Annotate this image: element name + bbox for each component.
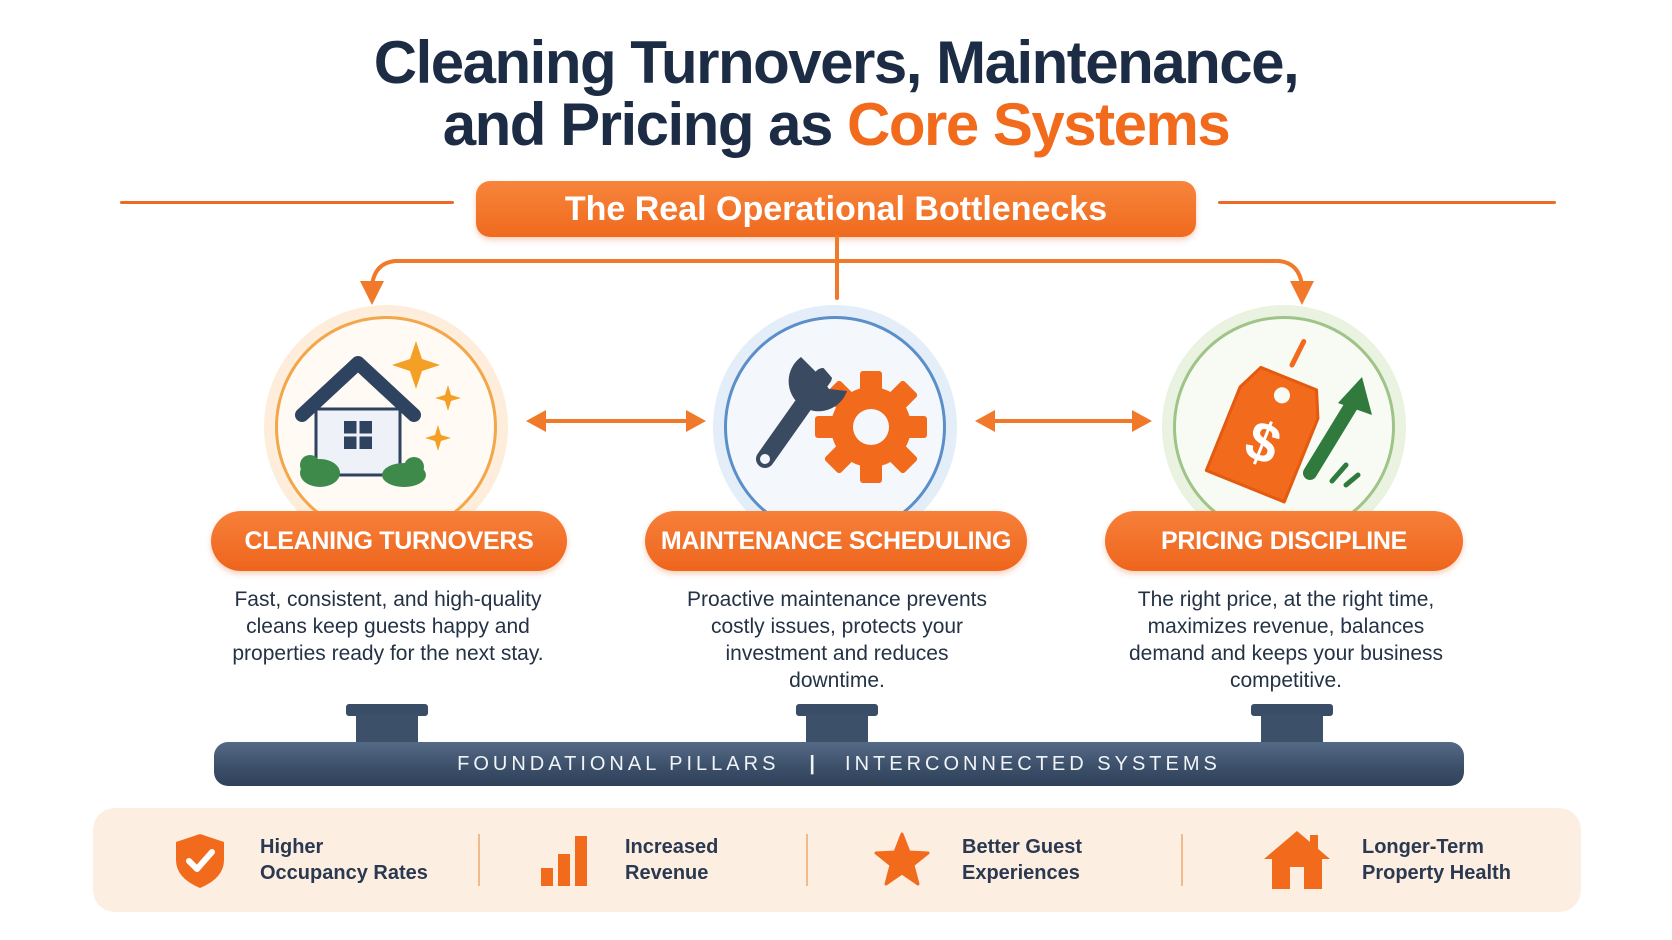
shield-check-icon (170, 830, 230, 890)
pillar-2-label: MAINTENANCE SCHEDULING (645, 511, 1027, 571)
benefit-2-line-1: Increased (625, 836, 719, 858)
pillar-2-description: Proactive maintenance prevents costly is… (687, 588, 987, 692)
arrowhead-icon (1290, 281, 1314, 305)
pillar-1-post-cap (346, 704, 428, 716)
house-icon (1262, 830, 1332, 890)
pillar-3-label: PRICING DISCIPLINE (1105, 511, 1463, 571)
benefit-3-line-2: Experiences (962, 862, 1080, 884)
benefit-divider (806, 834, 808, 886)
benefit-1-line-2: Occupancy Rates (260, 862, 428, 884)
banner-rule-left (120, 201, 454, 204)
benefit-3-line-1: Better Guest (962, 836, 1083, 858)
house-sparkle-icon (295, 341, 461, 487)
pillar-1-post (356, 714, 418, 746)
pillar-3-post-cap (1251, 704, 1333, 716)
price-tag-growth-icon: $ (1204, 339, 1372, 504)
arrowhead-icon (686, 410, 706, 432)
pillar-2-post (806, 714, 868, 746)
arrowhead-icon (526, 410, 546, 432)
banner-rule-right (1218, 201, 1556, 204)
arrowhead-icon (1132, 410, 1152, 432)
foundation-right-text: INTERCONNECTED SYSTEMS (845, 752, 1221, 775)
branch-curve-left (370, 259, 397, 287)
branch-curve-right (1277, 259, 1304, 287)
arrowhead-icon (975, 410, 995, 432)
star-icon (872, 830, 932, 890)
pillar-3-post (1261, 714, 1323, 746)
benefit-4-line-1: Longer-Term (1362, 836, 1484, 858)
page-title-line-1: Cleaning Turnovers, Maintenance, (373, 29, 1300, 96)
wrench-gear-icon (756, 347, 927, 483)
bar-chart-icon (535, 830, 595, 890)
page-title-line-2: and Pricing as Core Systems (0, 95, 1672, 155)
pillar-3-description: The right price, at the right time, maxi… (1128, 588, 1444, 692)
benefit-4-line-2: Property Health (1362, 862, 1511, 884)
branch-line (393, 235, 1281, 263)
pillar-2-post-cap (796, 704, 878, 716)
benefit-1-line-1: Higher (260, 836, 324, 858)
benefit-2-line-2: Revenue (625, 862, 709, 884)
foundation-left-text: FOUNDATIONAL PILLARS (457, 752, 780, 775)
pillar-2-circle (713, 305, 957, 549)
benefit-divider (478, 834, 480, 886)
foundation-separator: | (809, 752, 816, 775)
pillar-1-circle (264, 305, 508, 549)
section-banner: The Real Operational Bottlenecks (476, 181, 1196, 237)
title-prefix: and Pricing as (442, 91, 848, 158)
pillar-3-circle: $ (1162, 305, 1406, 549)
title-accent: Core Systems (847, 91, 1231, 158)
pillar-1-description: Fast, consistent, and high-quality clean… (232, 588, 544, 665)
benefits-strip (93, 808, 1581, 912)
foundation-bar: FOUNDATIONAL PILLARS | INTERCONNECTED SY… (214, 742, 1464, 786)
pillar-1-label: CLEANING TURNOVERS (211, 511, 567, 571)
benefit-divider (1181, 834, 1183, 886)
arrowhead-icon (360, 281, 384, 305)
